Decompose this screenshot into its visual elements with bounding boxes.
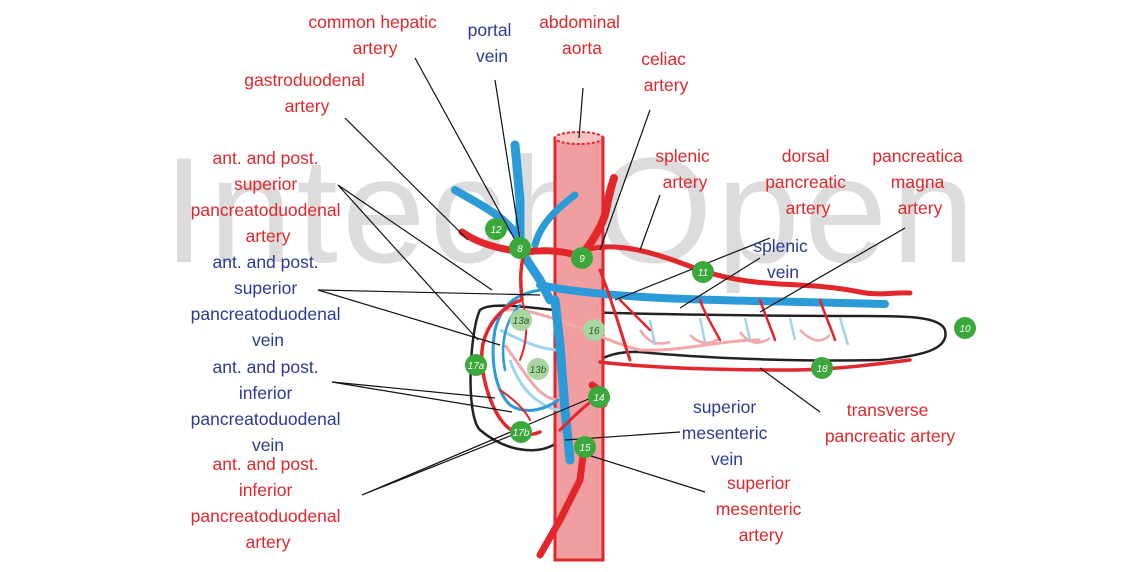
svg-text:9: 9: [579, 254, 585, 265]
node-12: 12: [485, 218, 507, 240]
label-abdominal-aorta: abdominal aorta: [539, 12, 625, 58]
label-sm-vein: superior mesenteric vein: [682, 397, 772, 469]
label-api-pd-vein: ant. and post. inferior pancreatoduodena…: [191, 357, 346, 455]
svg-text:18: 18: [816, 364, 828, 375]
node-14: 14: [588, 386, 610, 408]
node-8: 8: [509, 237, 531, 259]
node-13b: 13b: [527, 358, 549, 380]
node-18: 18: [811, 357, 833, 379]
node-17a: 17a: [465, 354, 487, 376]
svg-text:11: 11: [698, 268, 708, 279]
label-gastroduodenal-artery: gastroduodenal artery: [244, 70, 370, 116]
svg-text:17a: 17a: [468, 361, 485, 372]
svg-text:12: 12: [490, 225, 502, 236]
svg-text:16: 16: [588, 326, 600, 337]
node-17b: 17b: [510, 421, 532, 443]
svg-text:13a: 13a: [513, 316, 530, 327]
svg-text:13b: 13b: [530, 365, 547, 376]
node-16: 16: [583, 319, 605, 341]
node-15: 15: [574, 436, 596, 458]
svg-text:15: 15: [579, 443, 591, 454]
label-portal-vein: portal vein: [468, 20, 517, 66]
node-13a: 13a: [510, 309, 532, 331]
label-common-hepatic-artery: common hepatic artery: [308, 12, 441, 58]
label-aps-pd-vein: ant. and post. superior pancreatoduodena…: [191, 252, 346, 350]
svg-text:14: 14: [593, 393, 605, 404]
label-transverse-pancreatic-artery: transverse pancreatic artery: [825, 400, 956, 446]
label-celiac-artery: celiac artery: [641, 49, 691, 95]
label-sm-artery: superior mesenteric artery: [716, 473, 806, 545]
node-11: 11: [692, 261, 714, 283]
label-api-pd-artery: ant. and post. inferior pancreatoduodena…: [191, 454, 346, 552]
node-10: 10: [954, 317, 976, 339]
svg-text:10: 10: [959, 324, 971, 335]
node-9: 9: [571, 247, 593, 269]
svg-text:8: 8: [517, 244, 523, 255]
svg-text:17b: 17b: [513, 428, 530, 439]
